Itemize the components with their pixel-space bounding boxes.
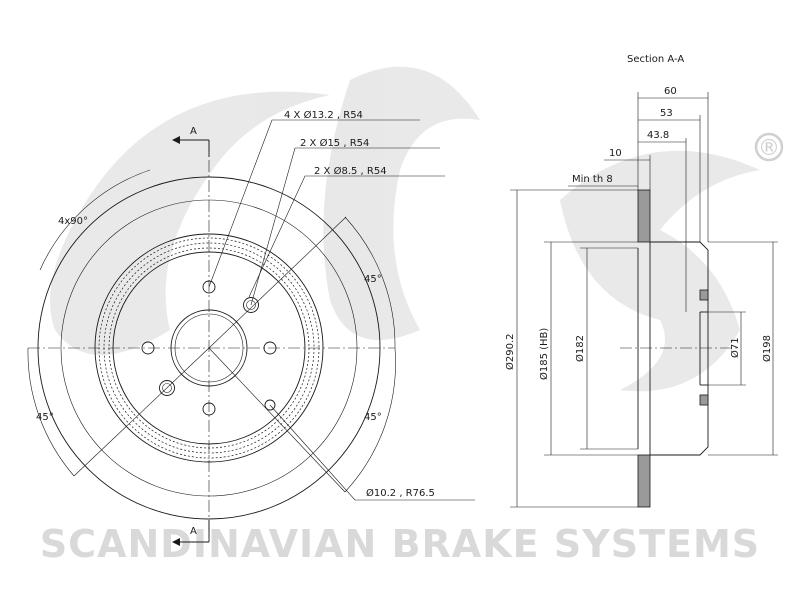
angle-arc-upper-right <box>344 216 396 349</box>
dim-dia-71: Ø71 <box>729 337 741 358</box>
registered-circle <box>754 132 784 162</box>
dim-dia-290-2: Ø290.2 <box>504 334 516 371</box>
drum-outline-upper <box>650 241 709 290</box>
drum-outline-lower <box>650 405 709 456</box>
angle-spacing-label: 4x90° <box>58 216 88 227</box>
front-view: A A 4 X Ø13.2 , R54 2 X Ø15 , R54 2 X Ø8… <box>27 109 475 546</box>
dim-dia-182: Ø182 <box>574 335 586 362</box>
leader-holes-8-5 <box>248 175 445 298</box>
hub-step-upper <box>699 289 709 301</box>
angle-arc-spacing <box>39 169 151 271</box>
callout-holes-8-5: 2 X Ø8.5 , R54 <box>314 165 387 177</box>
hole-15-upper-right-inner <box>246 300 256 310</box>
leader-bolt-holes <box>208 119 420 288</box>
registered-mark: ® <box>758 136 780 161</box>
dim-thickness-10: 10 <box>609 148 622 159</box>
leader-holes-10-2 <box>269 404 475 501</box>
section-marker-bottom: A <box>190 526 197 537</box>
hole-15-lower-left <box>159 380 175 396</box>
hole-10-2 <box>264 399 276 411</box>
brand-watermark-text: SCANDINAVIAN BRAKE SYSTEMS <box>40 522 760 566</box>
diagonal-line-lower <box>73 347 210 477</box>
disc-plate-upper <box>637 189 651 243</box>
callout-holes-10-2: Ø10.2 , R76.5 <box>366 487 435 499</box>
diagonal-line-upper <box>208 216 347 349</box>
brand-logo-watermark <box>50 66 760 392</box>
dim-depth-43-8: 43.8 <box>647 130 669 141</box>
section-title: Section A-A <box>627 54 684 65</box>
callout-holes-15: 2 X Ø15 , R54 <box>300 137 369 149</box>
angle-arc-lower-left <box>27 347 75 477</box>
dim-min-thickness: Min th 8 <box>572 174 613 185</box>
section-arrowhead-top <box>172 136 180 144</box>
dim-depth-60: 60 <box>664 86 677 97</box>
hole-15-upper-right <box>243 297 259 313</box>
hole-15-lower-left-inner <box>162 383 172 393</box>
angle-lower-left-label: 45° <box>36 412 54 423</box>
section-view: Section A-A 60 53 43.8 10 Min th 8 <box>504 54 778 508</box>
angle-lower-right-label: 45° <box>364 412 382 423</box>
dim-depth-53: 53 <box>660 108 673 119</box>
leader-holes-15 <box>250 147 440 306</box>
disc-plate-lower <box>637 454 651 508</box>
angle-upper-right-label: 45° <box>364 274 382 285</box>
section-arrowhead-bottom <box>172 538 180 546</box>
diagonal-line-10-2 <box>208 347 346 493</box>
callout-bolt-holes: 4 X Ø13.2 , R54 <box>284 109 363 121</box>
dim-dia-185: Ø185 (HB) <box>538 328 550 380</box>
angle-arc-lower-right <box>344 347 396 493</box>
dim-dia-198: Ø198 <box>761 335 773 362</box>
section-marker-top: A <box>190 126 197 137</box>
hub-step-lower <box>699 394 709 406</box>
